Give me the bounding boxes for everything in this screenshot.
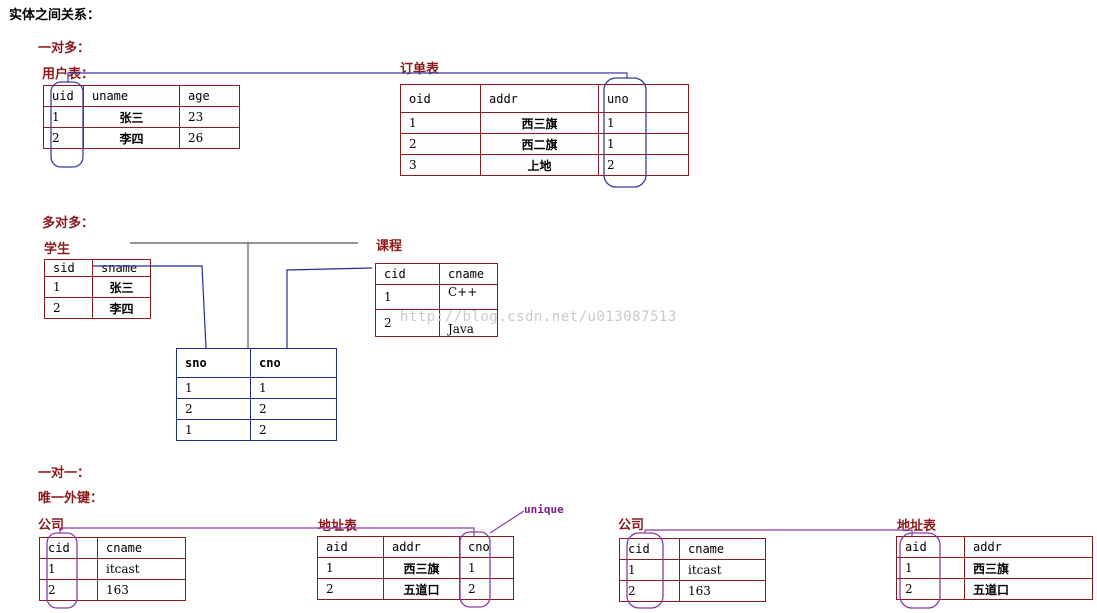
address-table-name: 地址表 <box>318 519 358 534</box>
company-table-name: 公司 <box>38 518 65 533</box>
address-table: aid addr 1 西三旗 2 五道口 <box>896 536 1093 600</box>
table-row: 2 163 <box>619 580 766 602</box>
user-order-connector <box>67 72 628 82</box>
table-row: 1 itcast <box>619 559 766 581</box>
company-table: cid cname 1 itcast 2 163 <box>619 538 766 602</box>
course-table-name: 课程 <box>376 239 403 254</box>
table-cell: 2 <box>39 579 98 601</box>
table-cell: 张三 <box>92 276 151 298</box>
table-row: 1 2 <box>176 419 337 441</box>
table-cell: 李四 <box>83 127 180 149</box>
table-row: 1 1 <box>176 377 337 399</box>
table-cell: 上地 <box>480 154 599 176</box>
table-row: 2 李四 26 <box>43 127 240 149</box>
table-row: 2 五道口 2 <box>317 578 514 600</box>
column-header: sname <box>92 259 151 277</box>
table-cell: 西三旗 <box>964 557 1093 579</box>
student-table-name: 学生 <box>44 242 71 257</box>
cid-cno-connector <box>286 267 373 348</box>
table-row: 2 Java <box>375 309 498 337</box>
unique-foreign-key-heading: 唯一外键： <box>38 491 104 506</box>
table-cell: 2 <box>375 309 440 337</box>
uid-highlight-oval <box>50 81 84 168</box>
cno-highlight-oval <box>459 531 491 608</box>
table-cell: 163 <box>97 579 186 601</box>
user-table: uid uname age 1 张三 23 2 李四 26 <box>43 85 240 149</box>
address-table: aid addr cno 1 西三旗 1 2 五道口 2 <box>317 536 514 600</box>
one-to-many-heading: 一对多： <box>38 41 91 56</box>
table-row: 2 西二旗 1 <box>400 133 689 155</box>
order-table: oid addr uno 1 西三旗 1 2 西二旗 1 3 上地 2 <box>400 84 689 176</box>
table-row: 2 五道口 <box>896 578 1093 600</box>
table-cell: itcast <box>679 559 766 581</box>
table-cell: 五道口 <box>964 578 1093 600</box>
table-cell: 2 <box>250 419 337 441</box>
table-cell: C++ <box>439 284 498 310</box>
table-row: 2 163 <box>39 579 186 601</box>
table-cell: 李四 <box>92 297 151 319</box>
table-row: 1 C++ <box>375 284 498 310</box>
page-title: 实体之间关系： <box>9 8 101 23</box>
unique-annotation: unique <box>524 503 564 516</box>
many-to-many-heading: 多对多： <box>42 216 95 231</box>
company-table: cid cname 1 itcast 2 163 <box>39 537 186 601</box>
table-header-row: uid uname age <box>43 85 240 107</box>
table-row: 1 西三旗 <box>896 557 1093 579</box>
table-row: 2 李四 <box>44 297 151 319</box>
table-cell: 西三旗 <box>383 557 460 579</box>
cid-highlight-oval <box>46 532 78 609</box>
table-row: 3 上地 2 <box>400 154 689 176</box>
company-address-connector <box>59 527 475 536</box>
column-header: cid <box>619 538 680 560</box>
table-row: 1 itcast <box>39 558 186 580</box>
table-row: 1 西三旗 1 <box>400 112 689 134</box>
watermark: http://blog.csdn.net/u013087513 <box>400 309 677 325</box>
column-header: addr <box>480 84 599 113</box>
column-header: uno <box>598 84 689 113</box>
table-header-row: oid addr uno <box>400 84 689 113</box>
table-header-row: cid cname <box>39 537 186 559</box>
table-cell: 2 <box>598 154 689 176</box>
table-row: 2 2 <box>176 398 337 420</box>
table-cell: 163 <box>679 580 766 602</box>
column-header: sid <box>44 259 93 277</box>
cid-highlight-oval <box>626 532 664 609</box>
company-table-name: 公司 <box>618 518 645 533</box>
table-cell: 26 <box>179 127 240 149</box>
table-header-row: aid addr cno <box>317 536 514 558</box>
table-cell: 五道口 <box>383 578 460 600</box>
table-row: 1 张三 <box>44 276 151 298</box>
uno-highlight-oval <box>603 77 647 188</box>
company-address-connector <box>644 529 913 536</box>
sid-sno-connector <box>93 265 207 349</box>
table-header-row: sid sname <box>44 259 151 277</box>
column-header: oid <box>400 84 481 113</box>
table-cell: Java <box>439 309 498 337</box>
column-header: cno <box>459 536 514 558</box>
table-cell: 2 <box>43 127 84 149</box>
student-table: sid sname 1 张三 2 李四 <box>44 259 151 319</box>
unique-pointer <box>489 510 525 534</box>
table-cell: 2 <box>459 578 514 600</box>
one-to-one-heading: 一对一： <box>38 466 91 481</box>
aid-highlight-oval <box>899 532 941 609</box>
course-table: cid cname 1 C++ 2 Java <box>375 263 498 337</box>
column-header: uid <box>43 85 84 107</box>
student-course-table: sno cno 1 1 2 2 1 2 <box>176 348 337 441</box>
